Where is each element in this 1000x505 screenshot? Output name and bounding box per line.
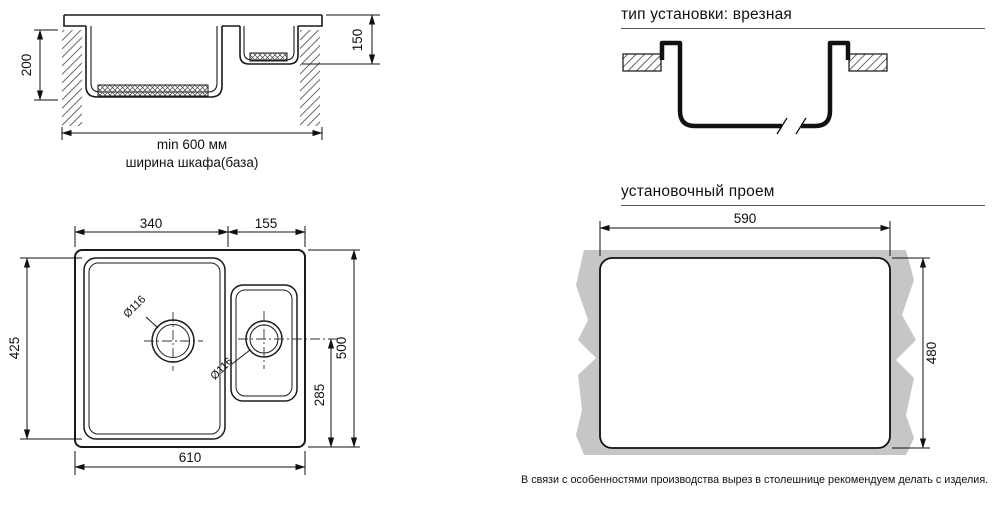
install-type-drawing bbox=[622, 40, 888, 135]
sink-plan-outline bbox=[74, 249, 306, 448]
rim-right-edge bbox=[298, 15, 323, 27]
sink-section-profile bbox=[63, 14, 323, 98]
dim-425-label: 425 bbox=[7, 337, 22, 360]
cabinet-width-label: ширина шкафа(база) bbox=[126, 155, 259, 170]
production-note: В связи с особенностями производства выр… bbox=[521, 474, 989, 486]
countertop-section-left bbox=[622, 53, 662, 72]
cabinet-side-walls bbox=[62, 30, 320, 126]
dim-285-label: 285 bbox=[312, 384, 327, 407]
cabinet-wall-left bbox=[62, 30, 82, 126]
main-bowl-drain-hatch bbox=[97, 84, 209, 97]
dim-155-label: 155 bbox=[255, 216, 278, 231]
dim-590-label: 590 bbox=[734, 211, 757, 226]
dim-150-label: 150 bbox=[350, 29, 365, 52]
front-dimension-lines bbox=[34, 14, 380, 140]
break-marks bbox=[776, 117, 807, 135]
small-bowl-rect-outer bbox=[230, 284, 298, 402]
install-type-title: тип установки: врезная bbox=[621, 6, 793, 23]
dim-500-label: 500 bbox=[334, 337, 349, 360]
small-bowl-drain-hatch bbox=[249, 52, 288, 62]
opening-title: установочный проем bbox=[621, 183, 775, 200]
rim-left-edge bbox=[63, 15, 86, 27]
dim-min600-label: min 600 мм bbox=[157, 137, 227, 152]
opening-dimension-lines bbox=[599, 221, 930, 449]
dim-340-label: 340 bbox=[140, 216, 163, 231]
plan-dimension-lines bbox=[20, 226, 360, 475]
centerlines bbox=[144, 311, 340, 371]
cutout-rect bbox=[599, 257, 891, 449]
leader-main-drain bbox=[145, 316, 159, 329]
small-bowl-outer bbox=[239, 26, 299, 65]
main-bowl-inner bbox=[90, 26, 218, 93]
sink-rim-profile-right bbox=[801, 40, 851, 129]
cabinet-wall-right bbox=[300, 30, 320, 126]
sink-outer-rect bbox=[74, 249, 306, 448]
countertop-section-right bbox=[848, 53, 888, 72]
dim-480-label: 480 bbox=[924, 342, 939, 365]
main-bowl-rect-outer bbox=[83, 257, 226, 440]
main-drain-diameter-label: Ø116 bbox=[121, 293, 148, 320]
leader-small-drain bbox=[231, 349, 251, 365]
dim-610-label: 610 bbox=[179, 450, 202, 465]
sink-rim-profile-left bbox=[659, 40, 782, 129]
top-plan-view: 340 155 425 500 285 610 Ø116 Ø116 bbox=[7, 216, 360, 475]
section-divider-line bbox=[621, 205, 985, 206]
main-bowl-outer bbox=[85, 26, 223, 98]
opening-drawing: 590 480 bbox=[576, 211, 939, 455]
dim-200-label: 200 bbox=[19, 54, 34, 77]
small-bowl-rect-inner bbox=[235, 289, 293, 397]
front-section-view: 200 150 min 600 мм ширина шкафа(база) bbox=[19, 14, 380, 170]
section-divider-line bbox=[621, 28, 985, 29]
main-bowl-rect-inner bbox=[88, 262, 221, 435]
